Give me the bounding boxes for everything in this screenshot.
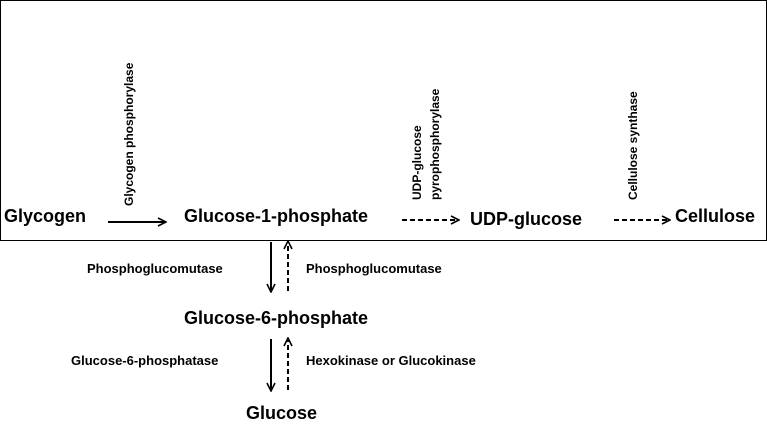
enzyme-hexokinase-or-glucokinase: Hexokinase or Glucokinase	[306, 353, 476, 368]
metabolite-udp-glucose: UDP-glucose	[470, 209, 583, 229]
metabolite-glucose-6-phosphate: Glucose-6-phosphate	[184, 308, 369, 328]
metabolite-glycogen: Glycogen	[4, 206, 87, 226]
enzyme-glucose-6-phosphatase: Glucose-6-phosphatase	[71, 353, 219, 368]
metabolite-glucose-1-phosphate: Glucose-1-phosphate	[184, 206, 369, 226]
metabolite-cellulose: Cellulose	[675, 206, 756, 226]
enzyme-phosphoglucomutase-reverse: Phosphoglucomutase	[306, 261, 442, 276]
metabolite-glucose: Glucose	[246, 403, 318, 423]
enzyme-phosphoglucomutase-forward: Phosphoglucomutase	[87, 261, 223, 276]
